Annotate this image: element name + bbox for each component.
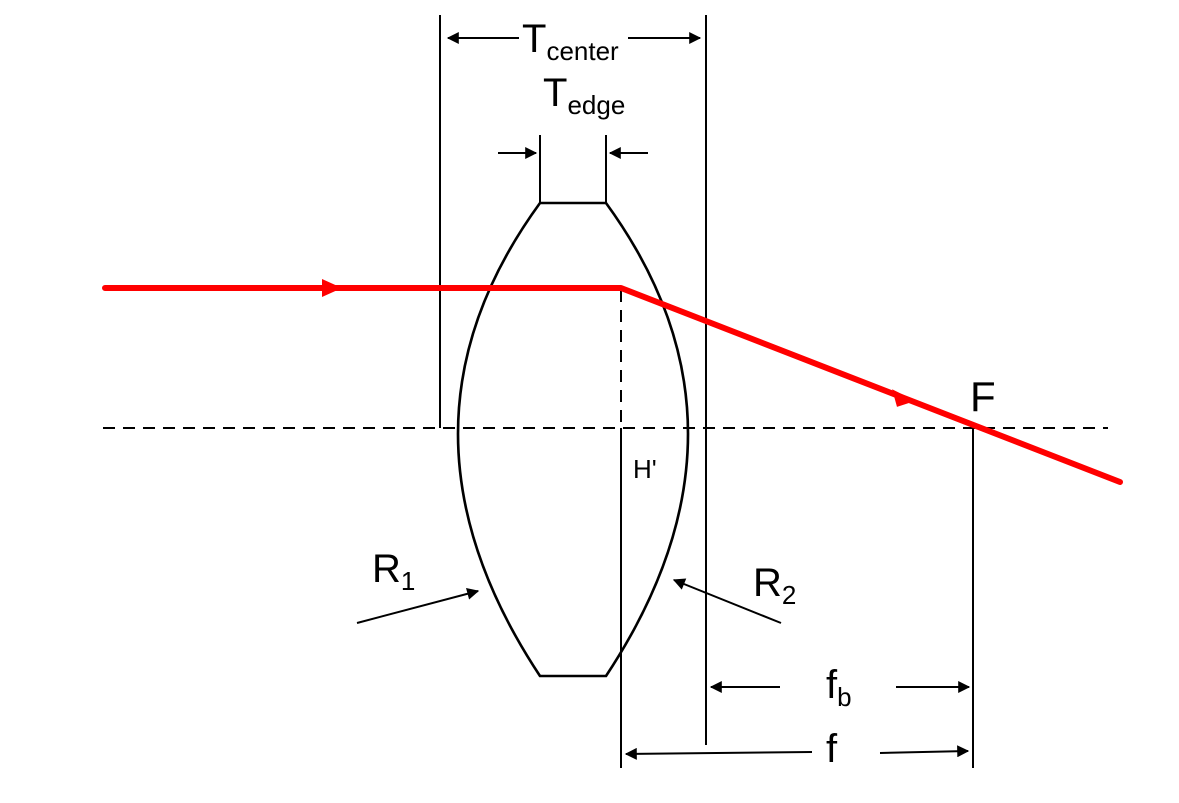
r1-arrow [356, 587, 480, 624]
r2-label-sub: 2 [782, 580, 796, 610]
focal-point-label: F [970, 373, 996, 420]
t-center-label: Tcenter [522, 17, 619, 66]
fb-label: fb [826, 663, 852, 712]
fb-label-main: f [826, 663, 838, 707]
t-center-label-main: T [522, 17, 546, 61]
f-right-arrow [879, 745, 970, 758]
lens-shape [456, 201, 690, 678]
t-edge-label-main: T [543, 71, 567, 115]
ray-arrowhead-incoming [322, 279, 342, 297]
t-center-label-sub: center [546, 36, 619, 66]
ray-arrowhead-outgoing [892, 389, 916, 407]
r2-arrow [672, 578, 782, 624]
r2-label-main: R [753, 561, 782, 605]
f-label: f [826, 727, 838, 771]
r1-label-sub: 1 [401, 566, 415, 596]
light-ray [102, 285, 1123, 485]
t-edge-label: Tedge [543, 71, 625, 120]
fb-label-sub: b [837, 682, 851, 712]
r1-label-main: R [372, 547, 401, 591]
principal-plane-label: H' [633, 454, 657, 484]
f-left-arrow [624, 747, 813, 760]
r2-label: R2 [753, 561, 796, 610]
t-edge-label-sub: edge [567, 90, 625, 120]
r1-label: R1 [372, 547, 415, 596]
